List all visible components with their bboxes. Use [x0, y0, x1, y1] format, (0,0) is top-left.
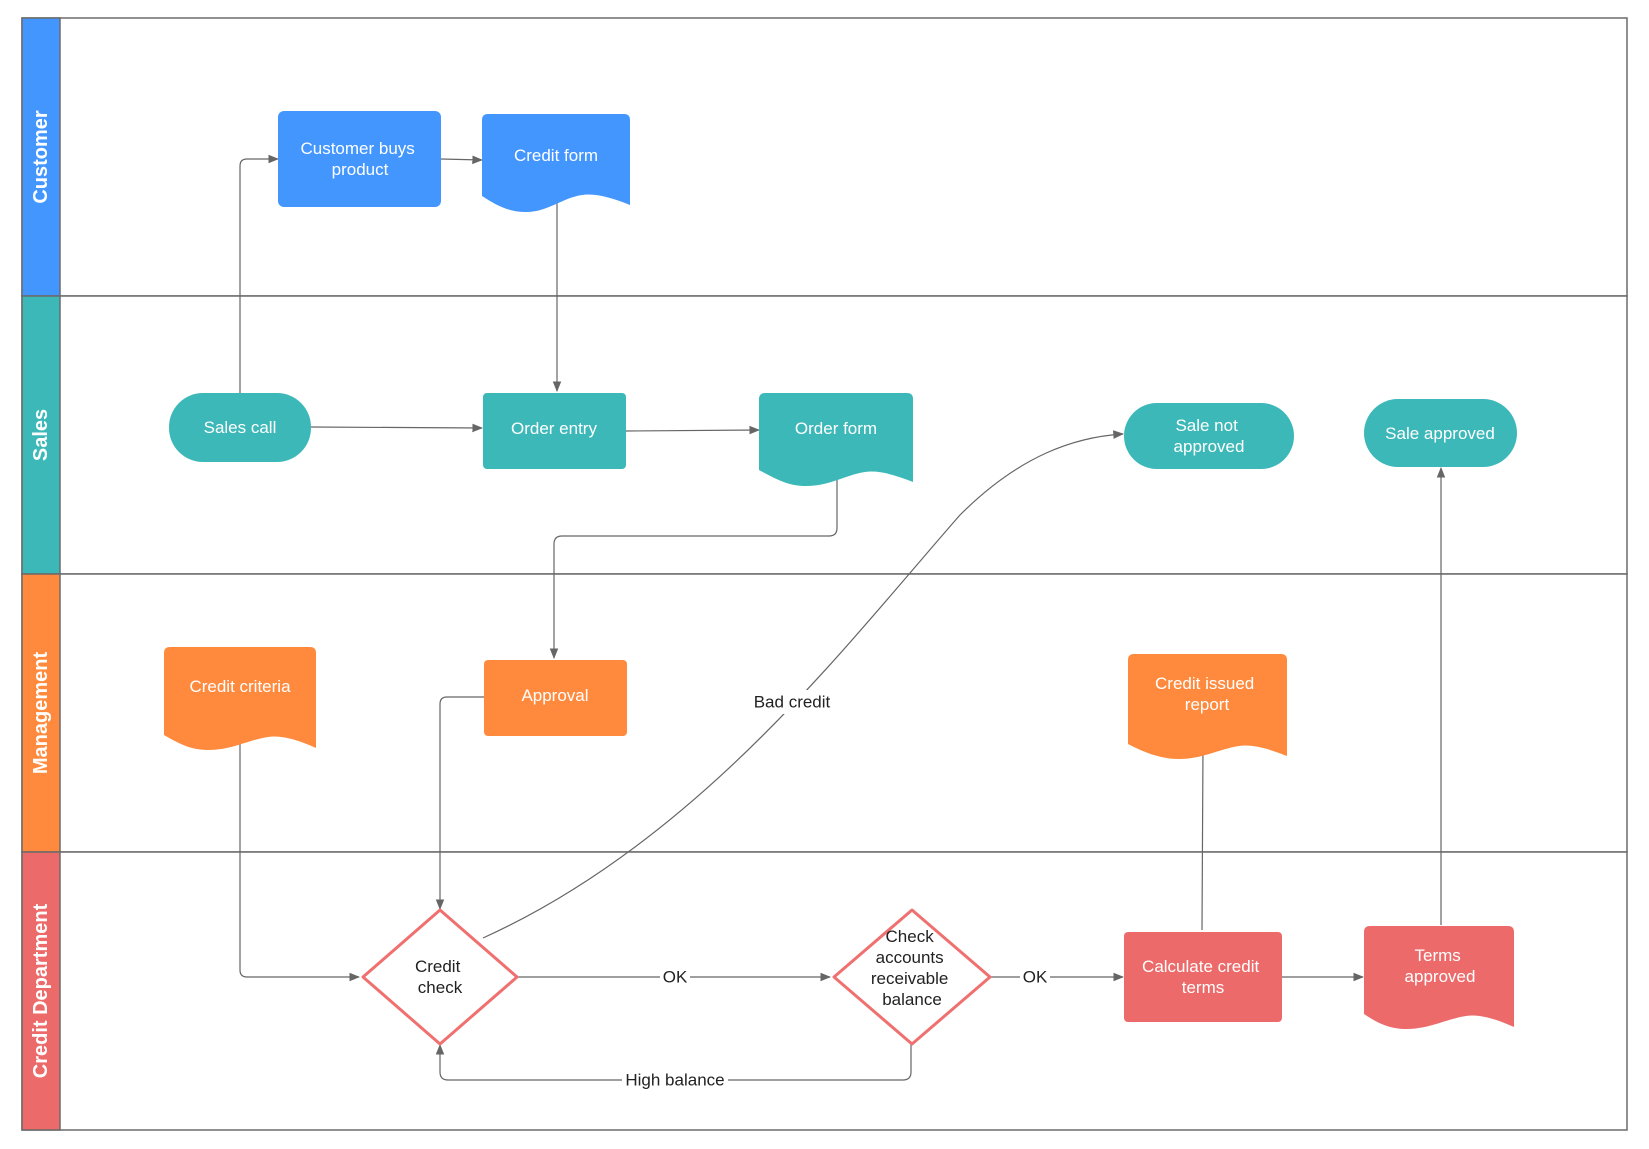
node-customer-buys-product: [278, 111, 441, 207]
node-check-ar-label: Check accounts receivable balance: [871, 927, 953, 1009]
node-credit-form-label: Credit form: [514, 146, 598, 165]
node-customer-buys-product-label: Customer buys product: [300, 139, 419, 179]
node-sale-not-approved: [1124, 403, 1294, 469]
edge-label-ok-credit-check: OK: [663, 968, 688, 987]
lane-header-credit-department: [21, 851, 61, 1131]
node-order-entry-label: Order entry: [511, 419, 597, 438]
node-approval: [484, 660, 627, 736]
node-sale-approved-label: Sale approved: [1385, 424, 1495, 443]
node-credit-issued-report: [1128, 654, 1287, 759]
edge-labels: OK OK High balance Bad credit: [622, 690, 1050, 1092]
lane-title-sales: Sales: [30, 409, 52, 461]
node-sales-call: [169, 393, 311, 462]
lane-header-sales: [21, 295, 61, 575]
node-credit-criteria: [164, 647, 316, 750]
lane-body-credit-department: [21, 851, 1628, 1131]
node-sales-call-label: Sales call: [204, 418, 277, 437]
edge-approval-to-credit-check: [435, 696, 484, 911]
connectors: [239, 154, 1446, 1081]
node-terms-approved: [1364, 926, 1514, 1029]
node-credit-form: [482, 114, 630, 212]
nodes: Customer buys product Credit form Sales …: [164, 111, 1517, 1046]
node-credit-check-decision: [361, 908, 519, 1046]
edge-calc-terms-to-credit-issued-report: [1198, 743, 1208, 931]
node-calculate-credit-terms: [1124, 932, 1282, 1022]
edge-label-ok-check-ar: OK: [1023, 968, 1048, 987]
node-credit-issued-report-label: Credit issued report: [1155, 674, 1259, 714]
node-terms-approved-label: Terms approved: [1405, 946, 1476, 986]
edge-credit-check-to-sale-not-approved: [482, 430, 1125, 939]
edge-sales-call-to-customer-buys: [239, 154, 280, 393]
node-credit-criteria-label: Credit criteria: [189, 677, 291, 696]
node-order-entry: [483, 393, 626, 469]
lane-body-customer: [21, 17, 1628, 297]
edge-label-high-balance: High balance: [625, 1071, 724, 1090]
edge-label-bad-credit: Bad credit: [754, 693, 831, 712]
lane-title-customer: Customer: [30, 110, 52, 204]
edge-sales-call-to-order-entry: [310, 423, 484, 433]
node-approval-label: Approval: [521, 686, 588, 705]
edge-customer-buys-to-credit-form: [440, 155, 484, 165]
node-calculate-credit-terms-label: Calculate credit terms: [1142, 957, 1264, 997]
edge-order-entry-to-order-form: [625, 425, 761, 435]
node-check-ar-decision: [832, 908, 992, 1046]
lane-title-credit-department: Credit Department: [30, 903, 52, 1078]
node-order-form-label: Order form: [795, 419, 877, 438]
lane-title-management: Management: [30, 652, 52, 775]
edge-order-form-to-approval: [549, 477, 838, 660]
node-order-form: [759, 393, 913, 486]
node-sale-not-approved-label: Sale not approved: [1174, 416, 1245, 456]
node-credit-check-label: Credit check: [415, 957, 465, 997]
edge-credit-criteria-to-credit-check: [239, 738, 361, 982]
node-sale-approved: [1364, 399, 1517, 467]
